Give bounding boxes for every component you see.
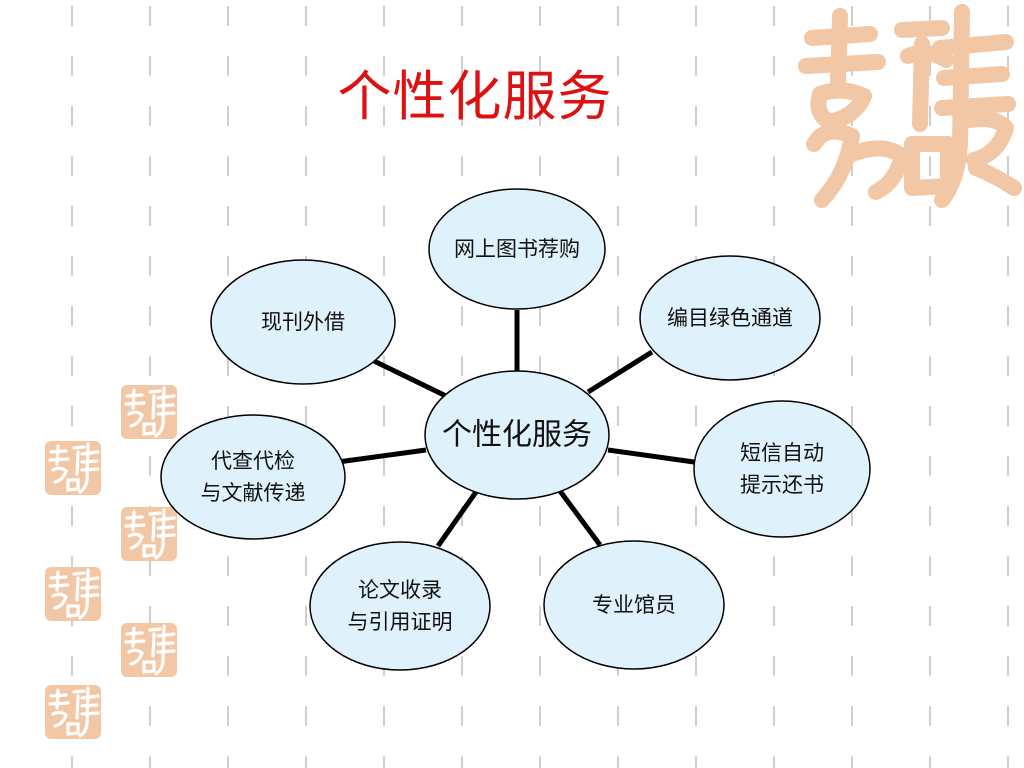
node-ellipse-periodical [210,259,396,385]
connector-cataloging [586,349,654,395]
auspicious-seal-icon [121,507,177,561]
node-ellipse-search [160,414,346,540]
connector-periodical [370,357,448,399]
node-label-librarian: 专业馆员 [592,593,676,617]
auspicious-seal-icon [121,385,177,439]
node-ellipse-purchase [428,188,606,310]
node-label-purchase: 网上图书荐购 [454,237,580,261]
node-cataloging: 编目绿色通道 [639,255,821,381]
node-label-center: 个性化服务 [442,418,592,453]
node-label-cataloging: 编目绿色通道 [667,306,793,330]
connector-sms [607,447,695,465]
auspicious-seal-icon [45,441,101,495]
auspicious-seal-icon [45,567,101,621]
node-ellipse-cataloging [639,255,821,381]
auspicious-seal-icon [45,685,101,739]
node-label-sms: 短信自动 [740,441,824,465]
node-label-search: 代查代检 [211,449,295,473]
node-periodical: 现刊外借 [210,259,396,385]
node-librarian: 专业馆员 [543,540,725,670]
auspicious-seal-icon [121,623,177,677]
connector-search [337,447,427,465]
node-label-thesis: 与引用证明 [348,610,453,634]
page-title: 个性化服务 [337,65,613,128]
node-purchase: 网上图书荐购 [428,188,606,310]
node-center: 个性化服务 [424,370,610,500]
connector-librarian [557,489,603,547]
node-ellipse-sms [693,400,871,538]
node-label-sms: 提示还书 [740,473,824,497]
node-ellipse-thesis [309,541,491,671]
node-ellipse-librarian [543,540,725,670]
auspicious-seal-icon [798,4,1022,208]
node-ellipse-center [424,370,610,500]
node-label-periodical: 现刊外借 [261,310,345,334]
node-label-search: 与文献传递 [201,481,306,505]
connector-thesis [435,490,479,548]
node-label-thesis: 论文收录 [358,578,442,602]
